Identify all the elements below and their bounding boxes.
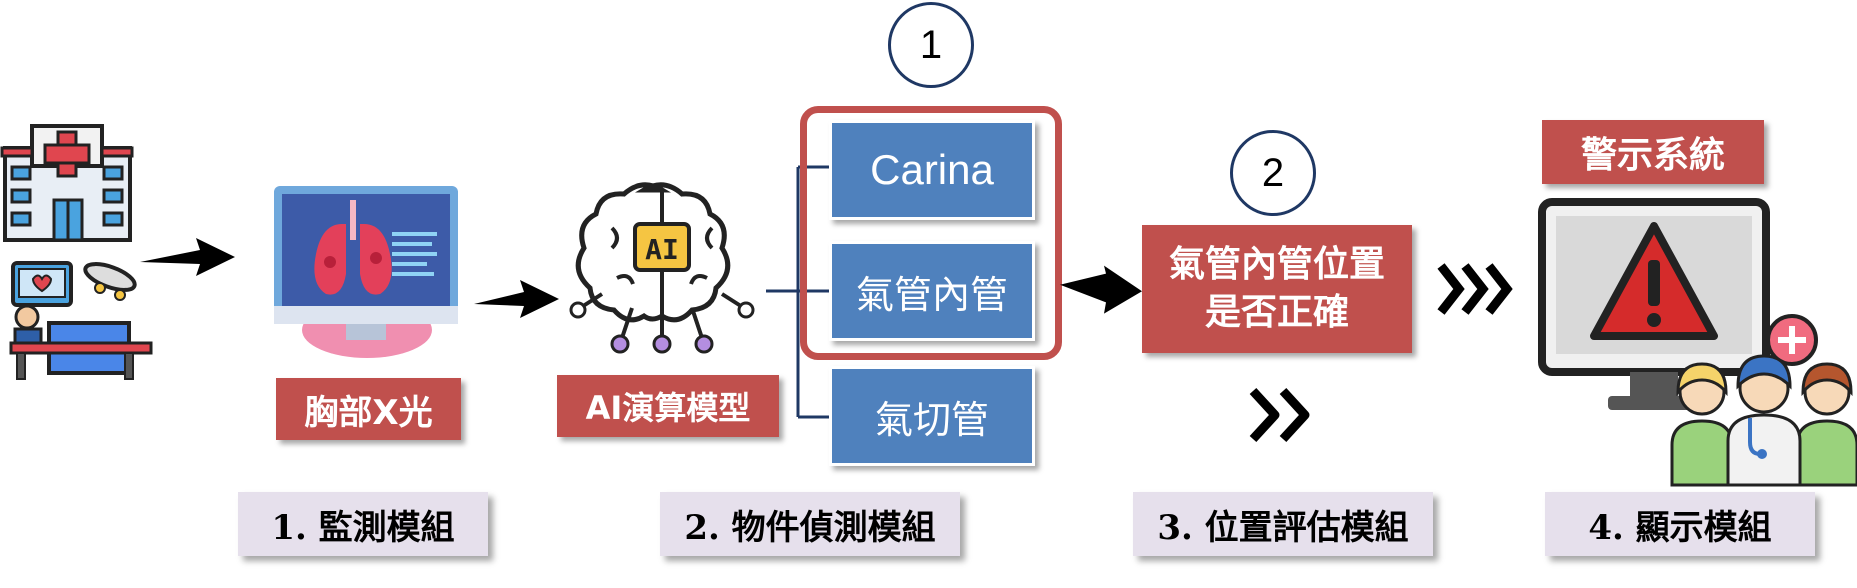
module-3: 3. 位置評估模組 [1133, 492, 1433, 556]
warning-monitor-icon [1538, 198, 1770, 410]
object-ett: 氣管內管 [829, 241, 1035, 341]
object-tracheostomy: 氣切管 [829, 366, 1035, 466]
warning-system-label: 警示系統 [1542, 120, 1764, 184]
chest-xray-monitor-icon [274, 186, 458, 358]
module-2: 2. 物件偵測模組 [660, 492, 960, 556]
arrow-2 [474, 280, 559, 318]
xray-label: 胸部X光 [276, 378, 461, 440]
patient-monitor-icon [9, 261, 153, 380]
marker-1: 1 [888, 2, 974, 88]
arrow-3 [1060, 265, 1142, 314]
module-4: 4. 顯示模組 [1545, 492, 1815, 556]
position-check-label: 氣管內管位置是否正確 [1142, 225, 1412, 353]
hospital-icon [0, 124, 134, 242]
ai-model-label: AI演算模型 [557, 375, 779, 437]
module-1: 1. 監測模組 [238, 492, 488, 556]
arrow-1 [140, 238, 235, 276]
chevron-down-icon [1249, 387, 1310, 443]
highlight-box [800, 106, 1062, 360]
marker-2: 2 [1230, 130, 1316, 216]
chevron-right-icon [1437, 263, 1513, 315]
object-carina: Carina [829, 120, 1035, 220]
ai-brain-icon [569, 182, 755, 354]
medical-staff-icon [1670, 314, 1857, 487]
ai-chip-label: AI [645, 232, 679, 266]
